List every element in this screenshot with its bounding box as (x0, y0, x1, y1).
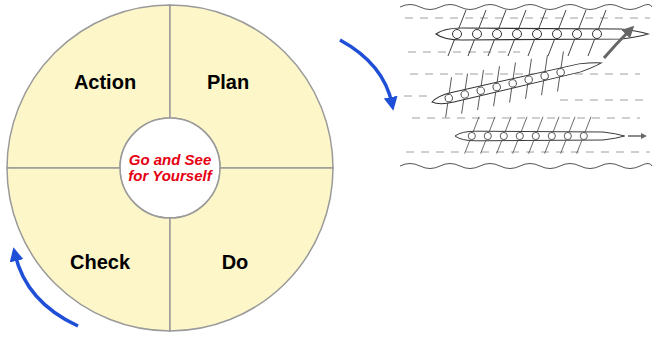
segment-shape (7, 168, 170, 331)
segment-outline (7, 168, 170, 331)
step-label: Plan (207, 71, 249, 93)
step-label: Check (70, 251, 130, 273)
center-label: Go and See for Yourself (128, 152, 212, 185)
rowing-boat (436, 10, 648, 56)
rowing-boat (455, 117, 625, 154)
river-bank (400, 164, 652, 169)
direction-arrow (628, 135, 644, 137)
step-label: Do (222, 251, 249, 273)
river-bank (400, 5, 652, 10)
direction-arrow (604, 30, 630, 58)
rowing-boat (428, 44, 606, 120)
cycle-segment: Check (7, 168, 170, 331)
rowing-illustration (400, 5, 652, 169)
cycle-arrow (340, 40, 392, 104)
step-label: Action (74, 71, 136, 93)
segment-outline (170, 168, 333, 331)
cycle-segment: Do (170, 168, 333, 331)
segment-shape (170, 168, 333, 331)
